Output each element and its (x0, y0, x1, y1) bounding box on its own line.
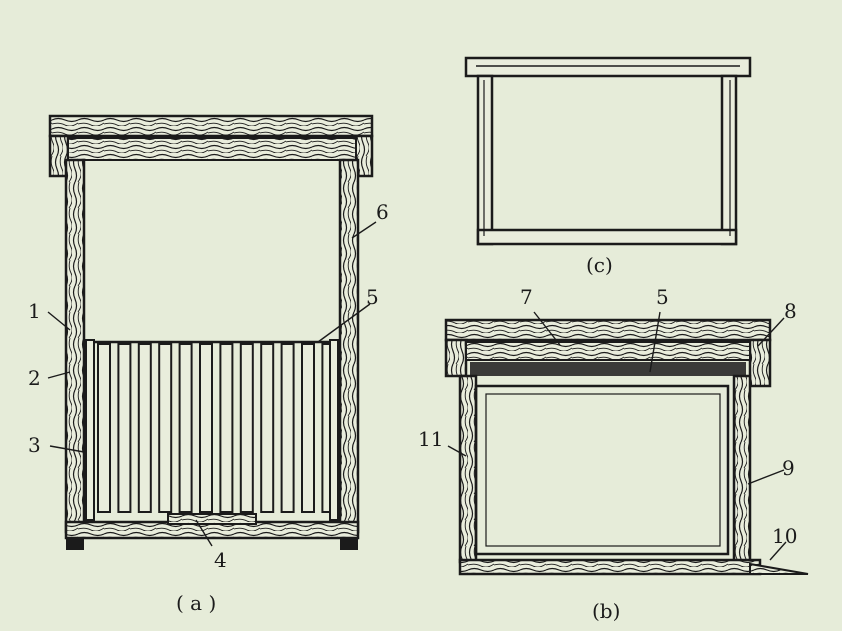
hive-b-frame (474, 384, 730, 556)
label-4: 4 (214, 548, 227, 572)
label-3: 3 (28, 433, 41, 457)
hive-a-foot-right (340, 538, 358, 550)
frame-bar (137, 343, 152, 513)
frame-bar (280, 343, 295, 513)
label-9: 9 (782, 456, 795, 480)
hive-b-landing-board (749, 562, 809, 575)
frame-bar (158, 343, 173, 513)
frame-bar (97, 343, 111, 513)
label-10: 10 (772, 524, 797, 548)
label-7: 7 (520, 285, 533, 309)
hive-a-rail-right (329, 339, 339, 521)
frame-bar (178, 343, 193, 513)
frame-c-side-right (720, 74, 738, 246)
hive-b-wall-left (458, 374, 478, 564)
hive-b (444, 318, 809, 576)
leader-lines (47, 221, 787, 561)
hive-b-floor (458, 558, 762, 576)
hive-a-rail-left (85, 339, 95, 521)
hive-b-frame-inner (485, 393, 721, 547)
hive-a-top-board (67, 137, 357, 161)
label-5-b: 5 (656, 285, 669, 309)
frame-bar (117, 343, 132, 513)
frame-c-side-left (476, 74, 494, 246)
frame-bar (219, 343, 234, 513)
hive-b-inner-cover (465, 341, 751, 361)
frame-bar (199, 343, 213, 513)
frame-c-top-bar (464, 56, 752, 78)
hive-a (48, 114, 374, 550)
hive-a-entrance-block (167, 513, 257, 525)
label-11: 11 (418, 427, 443, 451)
frame-bar (239, 343, 254, 513)
caption-a: ( a ) (176, 591, 216, 615)
hive-a-foot-left (66, 538, 84, 550)
frame-bar (260, 343, 275, 513)
hive-b-lid (444, 318, 772, 342)
caption-b: (b) (592, 599, 620, 623)
caption-c: (c) (586, 253, 613, 277)
label-1: 1 (28, 299, 41, 323)
frame-bar (301, 343, 315, 513)
hive-a-wall-right (338, 158, 360, 534)
label-6: 6 (376, 200, 389, 224)
hive-a-lid (48, 114, 374, 138)
hive-b-lid-rim-left (444, 338, 468, 378)
frame-c-bottom-bar (476, 228, 738, 246)
hive-b-lid-rim-right (748, 338, 772, 388)
label-8: 8 (784, 299, 797, 323)
label-5-a: 5 (366, 285, 379, 309)
hive-b-frame-top (470, 362, 746, 376)
frame-c (464, 56, 752, 246)
hive-a-wall-left (64, 158, 86, 534)
hive-b-wall-right (732, 374, 752, 564)
label-2: 2 (28, 366, 41, 390)
hive-a-frames (90, 340, 336, 513)
